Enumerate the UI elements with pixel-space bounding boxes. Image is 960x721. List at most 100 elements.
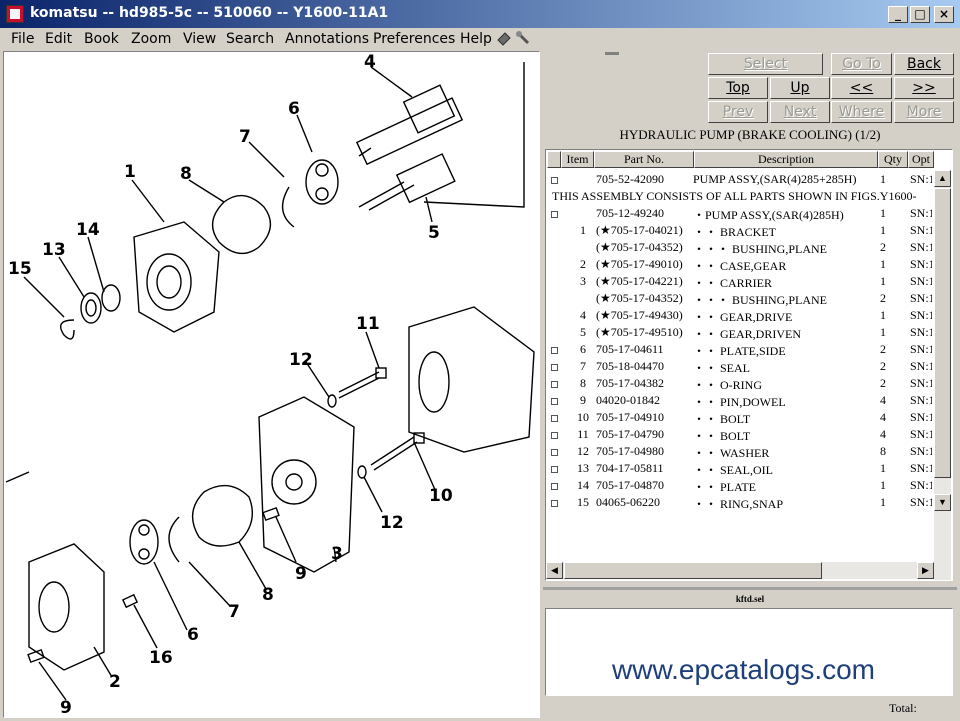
header-qty[interactable]: Qty (878, 151, 908, 168)
selection-file-name: kftd.sel (735, 594, 765, 604)
description-cell: ・・ CARRIER (693, 276, 773, 290)
row-checkbox[interactable] (551, 347, 558, 354)
selection-list[interactable] (545, 608, 953, 696)
page-title: HYDRAULIC PUMP (BRAKE COOLING) (1/2) (619, 127, 881, 142)
header-description[interactable]: Description (694, 151, 878, 168)
row-checkbox[interactable] (551, 466, 558, 473)
menu-file[interactable]: File (11, 31, 35, 47)
row-checkbox[interactable] (551, 449, 558, 456)
header-item[interactable]: Item (561, 151, 594, 168)
row-checkbox[interactable] (551, 432, 558, 439)
callout-10: 10 (429, 486, 453, 506)
row-checkbox[interactable] (551, 177, 558, 184)
window-title: komatsu -- hd985-5c -- 510060 -- Y1600-1… (30, 5, 389, 21)
description-cell: ・・ PIN,DOWEL (693, 395, 786, 409)
header-part-no[interactable]: Part No. (594, 151, 694, 168)
part-number-cell: 04020-01842 (596, 393, 660, 407)
row-checkbox[interactable] (551, 381, 558, 388)
menu-view[interactable]: View (183, 31, 217, 47)
horizontal-scrollbar[interactable]: ◀ ▶ (546, 562, 934, 579)
callout-13: 13 (42, 240, 66, 260)
opt-cell: SN:1 (910, 223, 932, 237)
menu-book[interactable]: Book (84, 31, 119, 47)
qty-cell: 1 (880, 308, 886, 322)
header-opt[interactable]: Opt (908, 151, 934, 168)
next-page-button[interactable]: >> (894, 77, 954, 99)
item-cell: 12 (577, 444, 589, 458)
prev-page-button[interactable]: << (831, 77, 892, 99)
parts-drawing[interactable]: 4 6 7 1 8 5 14 13 15 11 12 10 12 3 9 8 7… (3, 51, 540, 718)
vertical-scrollbar[interactable]: ▲ ▼ (934, 170, 951, 580)
splitter-grip[interactable] (605, 52, 619, 55)
row-checkbox[interactable] (551, 364, 558, 371)
part-number-cell: (★705-17-04352) (596, 291, 683, 305)
qty-cell: 4 (880, 393, 886, 407)
row-checkbox[interactable] (551, 483, 558, 490)
where-button[interactable]: Where (831, 101, 892, 123)
scroll-right-button[interactable]: ▶ (917, 562, 934, 579)
menu-annotations[interactable]: Annotations (285, 31, 370, 47)
menu-zoom[interactable]: Zoom (131, 31, 172, 47)
item-cell: 6 (580, 342, 586, 356)
callout-2: 2 (109, 672, 121, 692)
opt-cell: SN:1 (910, 240, 932, 254)
table-row[interactable]: 705-12-49240・PUMP ASSY,(SAR(4)285H)1SN:1 (546, 206, 932, 223)
row-checkbox[interactable] (551, 415, 558, 422)
menu-preferences[interactable]: Preferences (373, 31, 456, 47)
prev-button[interactable]: Prev (708, 101, 768, 123)
menu-edit[interactable]: Edit (45, 31, 73, 47)
menu-help[interactable]: Help (460, 31, 492, 47)
part-number-cell: 04065-06220 (596, 495, 660, 509)
table-row[interactable]: THIS ASSEMBLY CONSISTS OF ALL PARTS SHOW… (546, 189, 932, 206)
goto-button[interactable]: Go To (831, 53, 892, 75)
item-cell: 5 (580, 325, 586, 339)
part-number-cell: (★705-17-04221) (596, 274, 683, 288)
minimize-button[interactable]: _ (888, 6, 908, 23)
scroll-thumb-horizontal[interactable] (564, 562, 822, 579)
top-button[interactable]: Top (708, 77, 768, 99)
part-number-cell: (★705-17-04021) (596, 223, 683, 237)
description-cell: ・・ CASE,GEAR (693, 259, 787, 273)
part-number-cell: 705-17-04382 (596, 376, 664, 390)
part-number-cell: 705-17-04790 (596, 427, 664, 441)
menu-search[interactable]: Search (226, 31, 275, 47)
maximize-button[interactable]: □ (910, 6, 930, 23)
row-checkbox[interactable] (551, 398, 558, 405)
scroll-thumb-vertical[interactable] (934, 188, 951, 478)
more-button[interactable]: More (894, 101, 954, 123)
select-button[interactable]: Select (708, 53, 823, 75)
opt-cell: SN:1 (910, 461, 932, 475)
row-checkbox[interactable] (551, 211, 558, 218)
scroll-left-button[interactable]: ◀ (546, 562, 563, 579)
exploded-view-drawing (5, 62, 535, 701)
item-cell: 14 (577, 478, 589, 492)
row-checkbox[interactable] (551, 500, 558, 507)
close-button[interactable]: × (934, 6, 954, 23)
eraser-icon[interactable] (496, 30, 512, 46)
scroll-down-button[interactable]: ▼ (934, 494, 951, 511)
pane-splitter[interactable] (543, 587, 957, 590)
back-button[interactable]: Back (894, 53, 954, 75)
next-button[interactable]: Next (770, 101, 830, 123)
tool-icon[interactable] (515, 30, 531, 46)
scroll-up-button[interactable]: ▲ (934, 170, 951, 187)
up-button[interactable]: Up (770, 77, 830, 99)
